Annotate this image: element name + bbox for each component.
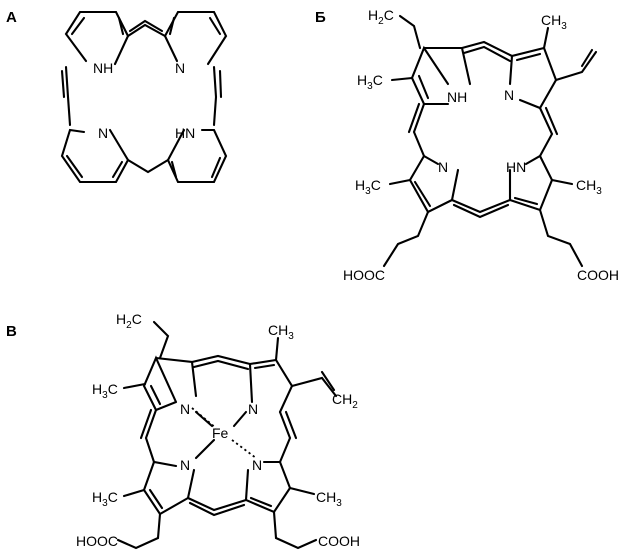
panel-c-ch3-bottom-right: CH3 <box>316 489 342 509</box>
panel-a-bonds <box>60 10 228 184</box>
panel-c-cooh-right: COOH <box>318 533 360 549</box>
panel-c-ch3-top-right: CH3 <box>268 322 294 342</box>
panel-c-n-top-left: N <box>180 401 190 417</box>
panel-b-protoporphyrin: Б <box>315 7 619 283</box>
panel-c-n-top-right: N <box>248 401 258 417</box>
panel-a-porphin: А NH <box>6 9 228 184</box>
panel-b-cooh-right: COOH <box>577 267 619 283</box>
panel-a-n-bottom: N <box>98 125 108 141</box>
panel-c-fe: Fe <box>212 425 229 441</box>
panel-a-n-top: N <box>175 60 185 76</box>
panel-c-heme: В <box>6 311 360 550</box>
panel-c-label: В <box>6 323 17 340</box>
panel-b-label: Б <box>315 9 326 26</box>
panel-b-ch3-left: H3C <box>357 72 383 92</box>
panel-c-vinyl-h2c: H2C <box>116 311 142 331</box>
panel-c-cooh-left: HOOC <box>76 533 118 549</box>
panel-b-hn-bottom: HN <box>506 159 526 175</box>
panel-c-n-bottom-left: N <box>180 457 190 473</box>
panel-b-n-top: N <box>504 87 514 103</box>
panel-c-ch3-left: H3C <box>92 381 118 401</box>
panel-b-nh-top: NH <box>447 89 467 105</box>
panel-b-cooh-left: HOOC <box>343 267 385 283</box>
panel-b-n-bottom: N <box>438 159 448 175</box>
panel-b-ch3-bottom-left: H3C <box>355 177 381 197</box>
panel-b-vinyl-h2c: H2C <box>368 7 394 27</box>
panel-a-hn-bottom: HN <box>175 125 195 141</box>
panel-b-ch3-top-right: CH3 <box>541 12 567 32</box>
panel-a-label: А <box>6 9 17 26</box>
panel-c-bonds <box>116 320 338 550</box>
panel-b-ch3-bottom-right: CH3 <box>576 177 602 197</box>
panel-c-ch3-bottom-left: H3C <box>92 489 118 509</box>
panel-a-nh-top: NH <box>93 60 113 76</box>
panel-b-bonds <box>382 14 598 268</box>
panel-c-n-bottom-right: N <box>252 457 262 473</box>
panel-c-vinyl-ch2: CH2 <box>332 391 358 411</box>
